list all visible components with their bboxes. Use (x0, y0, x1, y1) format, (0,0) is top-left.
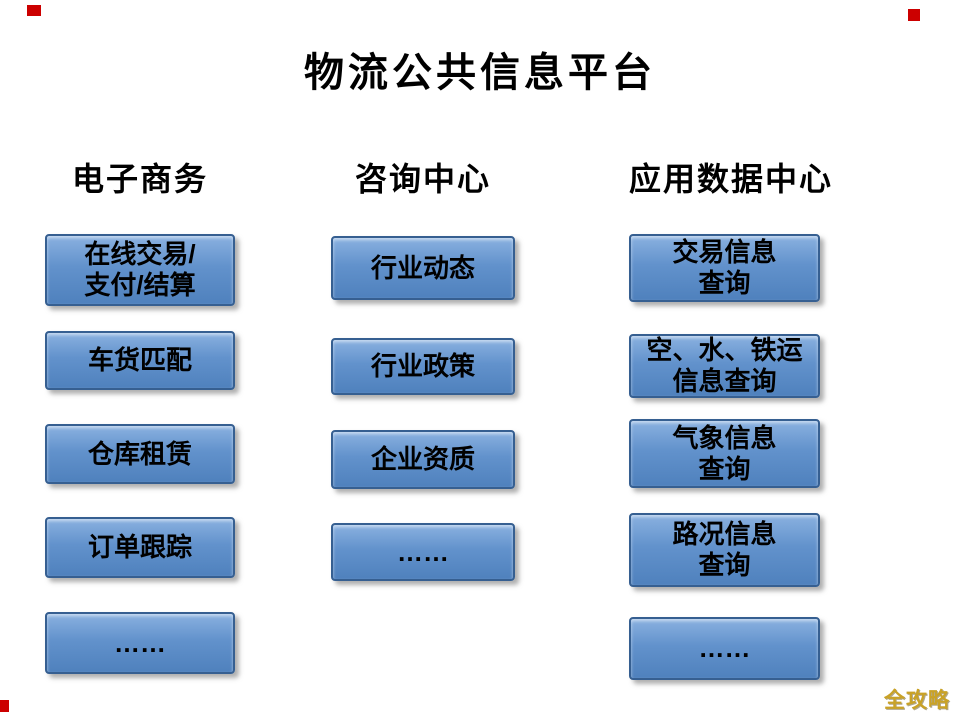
corner-marker-top-right (908, 9, 920, 21)
column-header-app-data-center: 应用数据中心 (629, 161, 834, 197)
box-label: 气象信息 查询 (672, 422, 777, 484)
box-label: 企业资质 (370, 444, 475, 475)
box-label: 行业政策 (370, 351, 475, 382)
box-label: 空、水、铁运 信息查询 (646, 335, 803, 396)
box-industry-news: 行业动态 (331, 236, 515, 300)
box-label: 仓库租赁 (87, 438, 192, 469)
box-ellipsis-ecommerce: …… (45, 612, 235, 674)
column-header-consulting-center: 咨询中心 (354, 161, 491, 197)
box-label: …… (397, 536, 449, 567)
box-air-water-rail-info-query: 空、水、铁运 信息查询 (629, 334, 820, 398)
page-title: 物流公共信息平台 (304, 51, 656, 95)
box-order-tracking: 订单跟踪 (45, 517, 235, 578)
box-online-trade-payment: 在线交易/ 支付/结算 (45, 234, 235, 306)
corner-marker-bottom-left (0, 700, 9, 712)
box-trade-info-query: 交易信息 查询 (629, 234, 820, 302)
box-label: …… (698, 633, 751, 664)
box-label: 交易信息 查询 (672, 237, 777, 298)
corner-marker-top-left (27, 5, 41, 16)
column-header-ecommerce: 电子商务 (71, 161, 208, 197)
box-label: 在线交易/ 支付/结算 (84, 239, 196, 300)
box-traffic-info-query: 路况信息 查询 (629, 513, 820, 587)
box-label: 路况信息 查询 (672, 519, 777, 580)
box-ellipsis-data-center: …… (629, 617, 820, 680)
box-warehouse-rental: 仓库租赁 (45, 424, 235, 484)
watermark: 全攻略 (884, 689, 950, 712)
box-weather-info-query: 气象信息 查询 (629, 419, 820, 488)
box-ellipsis-consulting: …… (331, 523, 515, 581)
box-vehicle-cargo-matching: 车货匹配 (45, 331, 235, 390)
box-label: 订单跟踪 (87, 532, 192, 563)
box-label: 车货匹配 (87, 345, 192, 376)
box-industry-policy: 行业政策 (331, 338, 515, 395)
box-label: …… (114, 627, 166, 658)
box-enterprise-qualification: 企业资质 (331, 430, 515, 489)
box-label: 行业动态 (370, 252, 475, 283)
